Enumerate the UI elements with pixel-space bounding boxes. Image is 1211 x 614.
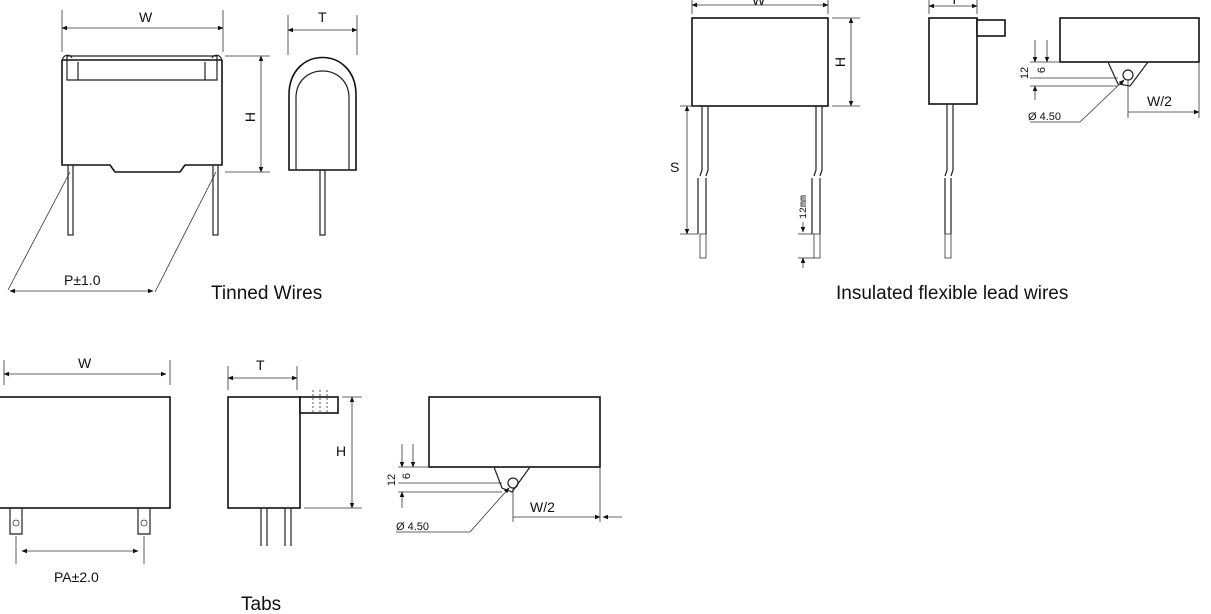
tabs-side-thickness-label: T xyxy=(256,357,265,373)
tabs-height-label: H xyxy=(336,443,346,459)
insulated-height-label: H xyxy=(832,57,848,67)
tabs-detail-half-width: W/2 xyxy=(530,499,555,515)
tabs-pitch-label: PA±2.0 xyxy=(54,569,99,585)
insulated-lead-strip-label: 12mm xyxy=(799,195,810,219)
insulated-front-view: W H S 12mm xyxy=(670,0,860,268)
insulated-spacing-label: S xyxy=(670,159,679,175)
tinned-front-view: W H P±1.0 xyxy=(7,9,270,294)
tabs-side-view: T H xyxy=(227,357,362,546)
insulated-side-view: T xyxy=(928,0,1006,259)
tinned-height-label: H xyxy=(242,112,258,122)
tabs-detail-dim-12: 12 xyxy=(386,474,398,486)
tabs-detail-hole-dia: Ø 4.50 xyxy=(396,521,429,533)
tinned-side-thickness-label: T xyxy=(318,9,327,25)
tinned-caption: Tinned Wires xyxy=(211,283,322,304)
tabs-front-view: W PA±2.0 xyxy=(0,355,171,585)
tabs-detail-dim-6: 6 xyxy=(401,473,413,479)
tinned-side-view: T xyxy=(287,9,358,236)
insulated-caption: Insulated flexible lead wires xyxy=(836,283,1068,304)
tinned-pitch-label: P±1.0 xyxy=(64,272,101,288)
tabs-front-width-label: W xyxy=(78,355,92,371)
tabs-caption: Tabs xyxy=(241,594,281,614)
tinned-front-width-label: W xyxy=(139,9,153,25)
insulated-detail-dim-6: 6 xyxy=(1036,67,1048,73)
insulated-tab-detail: 12 6 W/2 Ø 4.50 xyxy=(1019,17,1200,123)
insulated-detail-dim-12: 12 xyxy=(1019,67,1031,79)
insulated-detail-hole-dia: Ø 4.50 xyxy=(1028,111,1061,123)
insulated-side-thickness-label: T xyxy=(950,0,959,7)
insulated-detail-half-width: W/2 xyxy=(1147,93,1172,109)
tabs-tab-detail: 12 6 W/2 Ø 4.50 xyxy=(386,396,622,533)
insulated-front-width-label: W xyxy=(752,0,766,8)
